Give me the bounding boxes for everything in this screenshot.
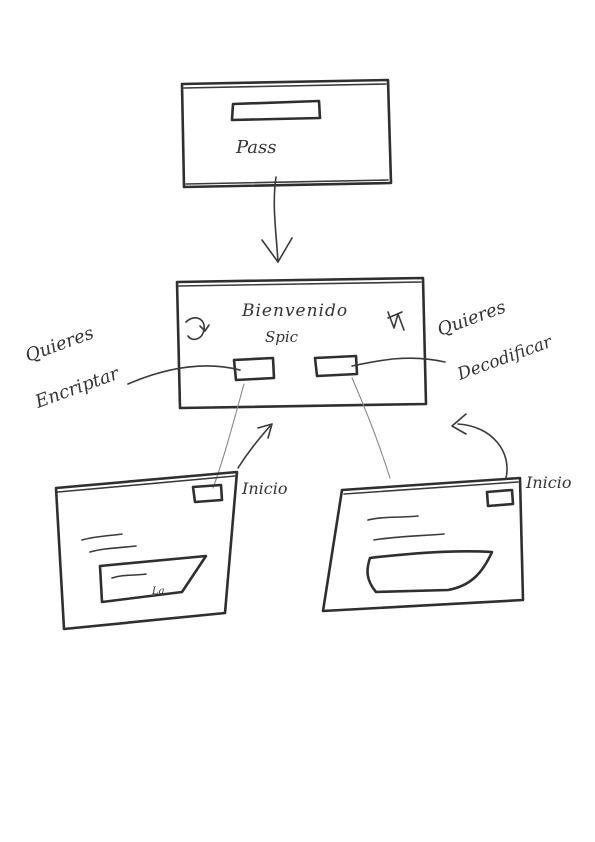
decode-output-box[interactable] [366, 549, 494, 594]
login-box: Pass [180, 78, 393, 189]
encrypt-home-button[interactable] [191, 483, 224, 504]
welcome-box: Bienvenido Spic [175, 276, 428, 410]
swirl-icon [387, 311, 405, 331]
login-pass-label: Pass [235, 137, 277, 158]
encrypt-input-text: La [151, 586, 165, 597]
welcome-title: Bienvenido [241, 301, 348, 321]
annotation-decode: Quieres Decodificar [435, 297, 556, 385]
encrypt-button[interactable] [232, 356, 276, 382]
annotation-decode-line1: Quieres [435, 297, 509, 341]
pointer-right [351, 357, 446, 367]
encrypt-home-label: Inicio [241, 479, 287, 498]
refresh-icon [185, 317, 210, 341]
return-arrow-encrypt [237, 423, 273, 469]
annotation-encrypt: Quieres Encriptar [23, 323, 123, 413]
encrypt-text-line [81, 533, 123, 541]
decode-home-button[interactable] [485, 488, 515, 508]
annotation-encrypt-line2: Encriptar [32, 363, 123, 413]
encrypt-text-line [89, 545, 137, 553]
annotation-decode-line2: Decodificar [454, 332, 556, 385]
arrow-login-to-welcome [261, 176, 293, 263]
encrypt-screen: Inicio La [54, 470, 287, 631]
return-arrow-decode [451, 413, 508, 479]
decode-screen: Inicio [321, 473, 571, 613]
pointer-left [127, 365, 241, 385]
welcome-subtitle: Spic [265, 328, 299, 346]
encrypt-input-box[interactable] [98, 554, 208, 604]
decode-text-line [367, 515, 419, 521]
password-input[interactable] [230, 99, 322, 122]
annotation-encrypt-line1: Quieres [23, 323, 97, 367]
decode-home-label: Inicio [525, 473, 571, 492]
decode-button[interactable] [313, 354, 359, 378]
connector-decode [351, 377, 391, 479]
decode-text-line [373, 533, 445, 541]
